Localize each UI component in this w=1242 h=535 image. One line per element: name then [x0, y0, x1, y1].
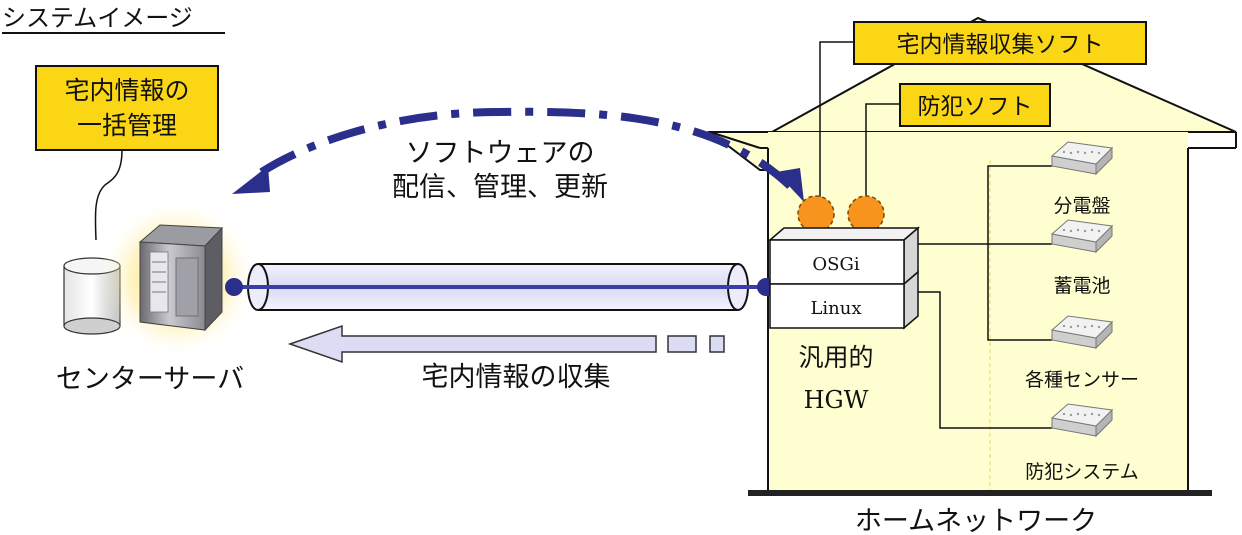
device-links — [918, 165, 1052, 429]
device-2: 蓄電池 — [1050, 219, 1114, 297]
network-pipe — [225, 263, 775, 311]
device-1: 分電盤 — [1050, 141, 1114, 217]
server-icon — [98, 198, 258, 358]
software-distribution-arrow — [232, 107, 804, 202]
software-label-line2: 配信、管理、更新 — [392, 172, 608, 203]
device-3: 各種センサー — [1025, 315, 1139, 391]
hgw-label-line1: 汎用的 — [798, 343, 873, 372]
server-info-callout: 宅内情報の 一括管理 — [35, 65, 219, 241]
collect-soft-callout: 宅内情報収集ソフト — [819, 21, 1147, 200]
device-label: 各種センサー — [1025, 369, 1139, 391]
diagram-title: システムイメージ — [2, 4, 193, 32]
device-label: 防犯システム — [1025, 461, 1138, 483]
hgw-box — [767, 226, 921, 330]
collect-soft-bundle — [797, 195, 835, 233]
device-label: 蓄電池 — [1053, 275, 1110, 297]
device-label: 分電盤 — [1053, 195, 1110, 217]
security-soft-bundle — [847, 195, 885, 233]
server-label: センターサーバ — [56, 364, 244, 395]
svg-text:一括管理: 一括管理 — [77, 111, 177, 140]
device-4: 防犯システム — [1025, 403, 1139, 483]
svg-text:防犯ソフト: 防犯ソフト — [918, 94, 1033, 120]
software-bundles — [797, 195, 885, 233]
hgw-label-line2: HGW — [804, 386, 869, 414]
collection-arrow — [287, 324, 725, 364]
svg-text:宅内情報収集ソフト: 宅内情報収集ソフト — [897, 32, 1104, 58]
software-label-line1: ソフトウェアの — [406, 138, 595, 169]
security-soft-callout: 防犯ソフト — [865, 83, 1051, 200]
collection-label: 宅内情報の収集 — [422, 362, 611, 393]
svg-text:宅内情報の: 宅内情報の — [64, 76, 189, 105]
home-network-label: ホームネットワーク — [855, 506, 1097, 535]
hgw-layer-osgi: OSGi — [812, 254, 859, 275]
hgw-layer-linux: Linux — [810, 298, 861, 319]
